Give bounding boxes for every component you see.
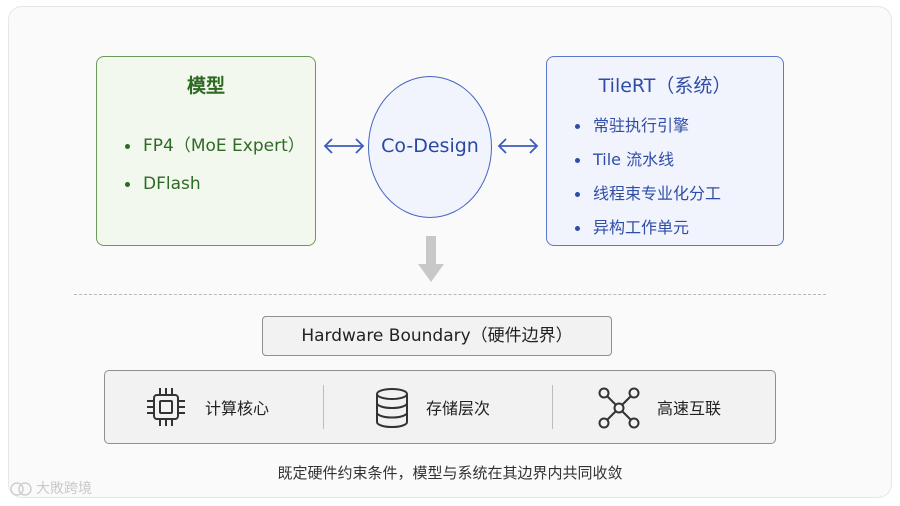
database-stack-icon [376,388,408,429]
hardware-item-interconnect: 高速互联 [553,371,775,443]
network-nodes-icon [598,387,640,429]
system-box: TileRT（系统） 常驻执行引擎 Tile 流水线 线程束专业化分工 异构工作… [546,56,784,246]
system-item: 常驻执行引擎 [571,109,721,143]
hardware-row: 计算核心 存储层次 高速互联 [104,370,776,444]
cpu-chip-icon [147,388,185,426]
double-arrow-left-icon [323,138,365,154]
separator [552,385,553,429]
watermark: 大敗跨境 [10,478,92,498]
model-item: DFlash [121,165,305,203]
hardware-label-storage: 存储层次 [426,399,491,418]
system-title: TileRT（系统） [598,75,732,97]
hardware-item-storage: 存储层次 [324,371,552,443]
model-item: FP4（MoE Expert） [121,127,305,165]
hardware-label-compute: 计算核心 [205,399,270,418]
down-arrow-icon [418,236,444,282]
separator [323,385,324,429]
model-box: 模型 FP4（MoE Expert） DFlash [96,56,316,246]
model-title: 模型 [186,75,225,97]
model-list: FP4（MoE Expert） DFlash [121,127,305,203]
hardware-item-compute: 计算核心 [105,371,323,443]
system-item: 异构工作单元 [571,211,721,245]
system-item: 线程束专业化分工 [571,177,721,211]
hardware-label-interconnect: 高速互联 [657,399,722,418]
dashed-divider [74,294,826,295]
co-design-label: Co-Design [381,135,479,157]
system-list: 常驻执行引擎 Tile 流水线 线程束专业化分工 异构工作单元 [571,109,721,245]
watermark-text: 大敗跨境 [36,481,92,497]
watermark-logo-icon [10,482,32,496]
co-design-ellipse: Co-Design [368,76,492,218]
system-item: Tile 流水线 [571,143,721,177]
caption: 既定硬件约束条件，模型与系统在其边界内共同收敛 [277,464,623,482]
double-arrow-right-icon [497,138,539,154]
hardware-boundary-box: Hardware Boundary（硬件边界） [262,316,612,356]
